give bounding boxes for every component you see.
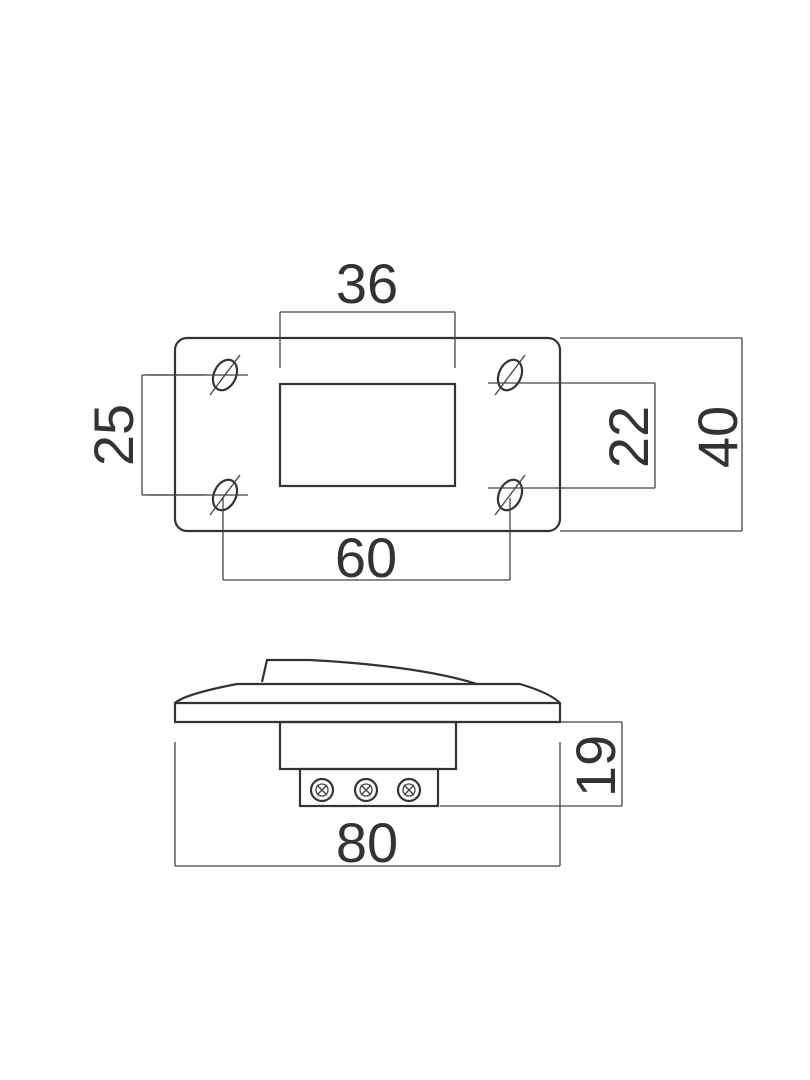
dim-label-36: 36: [336, 252, 398, 315]
terminal-screw-1: [309, 777, 335, 803]
terminal-screw-3: [396, 777, 422, 803]
top-view: 36 25 22 40 60: [82, 252, 749, 589]
dim-label-80: 80: [336, 811, 398, 874]
dim-plate-height: 40: [560, 337, 749, 532]
front-plate-outline: [173, 336, 562, 533]
mounting-hole-top-right: [488, 354, 655, 396]
dim-body-depth: 19: [440, 721, 627, 807]
rocker-actuator: [260, 658, 478, 686]
dim-label-40: 40: [686, 406, 749, 468]
dim-label-25: 25: [82, 404, 145, 466]
dim-window-height: 22: [597, 383, 660, 488]
mounting-hole-bottom-right: [488, 474, 655, 516]
dim-hole-vertical: 25: [82, 374, 205, 496]
dim-label-22: 22: [597, 406, 660, 468]
switch-body: [278, 720, 458, 771]
dim-label-60: 60: [335, 526, 397, 589]
terminal-screw-2: [353, 777, 379, 803]
dim-hole-horizontal: 60: [222, 498, 511, 589]
dim-window-width: 36: [279, 252, 456, 368]
switch-window: [278, 382, 457, 488]
dim-label-19: 19: [564, 735, 627, 797]
dim-plate-width: 80: [174, 742, 561, 874]
side-view: 19 80: [173, 658, 627, 874]
terminal-block: [298, 767, 440, 808]
